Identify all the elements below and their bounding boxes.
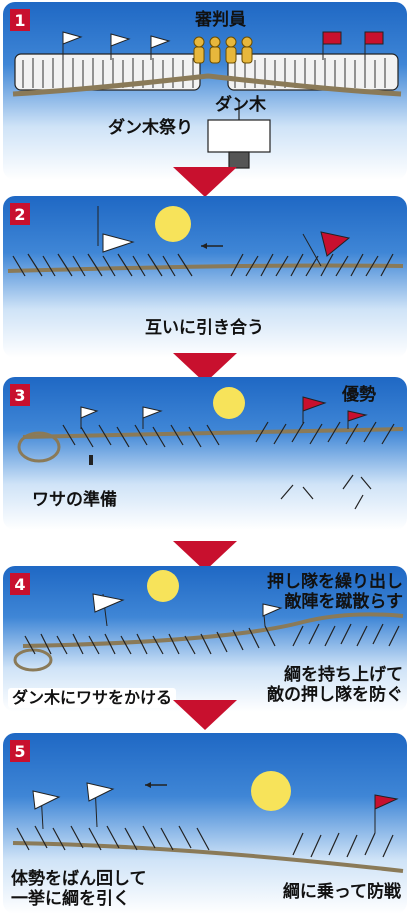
sun-icon: [147, 570, 179, 602]
panel-1: 1 審判員 ダン木 ダン木祭り: [3, 2, 407, 180]
push-squad-line-2: 敵陣を蹴散らす: [284, 591, 403, 612]
flow-arrow-4: [173, 700, 237, 730]
panel-2-illustration: [7, 206, 404, 277]
recover-stance-label: 体勢をばん回して 一挙に綱を引く: [11, 869, 147, 909]
danki-festival-label: ダン木祭り: [108, 118, 193, 138]
judges-label: 審判員: [195, 10, 246, 30]
ride-rope-label: 綱に乗って防戦: [282, 882, 401, 902]
recover-stance-line-2: 一挙に綱を引く: [11, 888, 130, 909]
lift-rope-line-2: 敵の押し隊を防ぐ: [267, 684, 403, 705]
lift-rope-label: 綱を持ち上げて 敵の押し隊を防ぐ: [267, 665, 403, 705]
panel-2-background: [3, 196, 407, 358]
danki-label: ダン木: [215, 95, 266, 115]
hook-wasa-label: ダン木にワサをかける: [8, 688, 177, 709]
panel-5-number: 5: [10, 740, 30, 762]
pull-each-other-label: 互いに引き合う: [145, 318, 264, 338]
panel-2-number: 2: [10, 203, 30, 225]
lift-rope-line-1: 綱を持ち上げて: [284, 665, 403, 685]
panel-3-illustration: [17, 387, 404, 510]
panel-4-illustration: [13, 570, 404, 672]
flow-arrow-1: [173, 167, 237, 197]
panel-5-illustration: [12, 771, 404, 873]
push-squad-label: 押し隊を繰り出し 敵陣を蹴散らす: [267, 572, 403, 612]
sun-icon: [213, 387, 245, 419]
push-squad-line-1: 押し隊を繰り出し: [267, 572, 403, 592]
panel-4-number: 4: [10, 573, 30, 595]
panel-5: 5 体勢をばん回して 一挙に綱を引く 綱に乗って防戦: [3, 733, 407, 914]
sun-icon: [155, 206, 191, 242]
panel-2: 2 互いに引き合う: [3, 196, 407, 358]
advantage-label: 優勢: [342, 385, 376, 405]
panel-4: 4 押し隊を繰り出し 敵陣を蹴散らす ダン木にワサをかける 綱を持ち上げて 敵の…: [3, 566, 407, 712]
panel-1-illustration: [12, 31, 402, 169]
wasa-prep-label: ワサの準備: [32, 490, 117, 510]
panel-3-background: [3, 377, 407, 530]
panel-5-background: [3, 733, 407, 914]
panel-3-number: 3: [10, 384, 30, 406]
panel-1-number: 1: [10, 9, 30, 31]
panel-3: 3 優勢 ワサの準備: [3, 377, 407, 530]
recover-stance-line-1: 体勢をばん回して: [11, 869, 147, 889]
sun-icon: [251, 771, 291, 811]
